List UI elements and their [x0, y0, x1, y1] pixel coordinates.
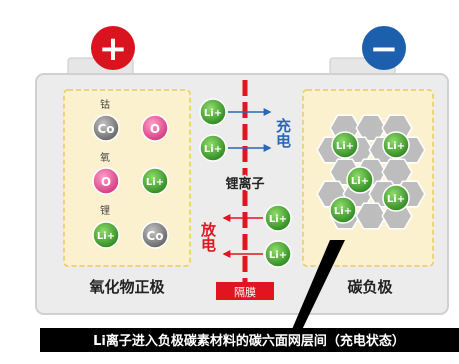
lithium-ion-label: Li+: [269, 250, 287, 261]
lithium-ion: Li+: [199, 98, 227, 126]
lithium-ion-label: Li+: [334, 206, 352, 217]
lithium-ion: Li+: [264, 204, 292, 232]
lithium-ion-label: Li+: [387, 194, 405, 205]
lithium-ion: Li+: [346, 166, 374, 194]
lithium-ion-label: Li+: [336, 141, 354, 152]
cobalt-atom-label: Co: [97, 122, 114, 136]
lithium-ion: Li+: [199, 134, 227, 162]
cathode-element-label-li: 锂: [100, 205, 110, 217]
lithium-ion-label: Li+: [204, 108, 222, 119]
oxygen-atom-label: O: [101, 175, 111, 189]
positive-terminal-badge: [91, 26, 135, 70]
charge-label: 充电: [274, 117, 292, 148]
lithium-ion: Li+: [329, 196, 357, 224]
separator-label: 隔膜: [234, 286, 256, 299]
caption-text: Li离子进入负极碳素材料的碳六面网层间（充电状态）: [93, 333, 405, 349]
caption-bar: [40, 328, 459, 352]
lithium-ion: Li+: [382, 184, 410, 212]
cathode-panel: [63, 89, 191, 267]
graphite-hexagon: [355, 202, 387, 230]
ion-label: 锂离子: [225, 176, 264, 192]
cobalt-atom: Co: [141, 221, 169, 249]
separator-label-box: [216, 282, 274, 300]
cathode-element-label-o: 氧: [100, 151, 110, 164]
oxygen-atom-label: O: [150, 122, 160, 136]
cobalt-atom: Co: [92, 114, 120, 142]
minus-icon: −: [370, 29, 399, 69]
lithium-ion: Li+: [264, 240, 292, 268]
oxygen-atom: O: [92, 167, 120, 195]
lithium-ion-label: Li+: [269, 214, 287, 225]
negative-terminal-badge: [362, 26, 406, 70]
lithium-ion-label: Li+: [146, 177, 164, 188]
lithium-ion: Li+: [382, 131, 410, 159]
plus-icon: +: [99, 29, 128, 69]
lithium-ion-label: Li+: [97, 231, 115, 242]
callout-pointer: [290, 240, 345, 334]
lithium-ion-label: Li+: [387, 141, 405, 152]
anode-title: 碳负极: [347, 278, 393, 296]
cobalt-atom-label: Co: [146, 229, 163, 243]
oxygen-atom: O: [141, 114, 169, 142]
lithium-ion-label: Li+: [351, 176, 369, 187]
lithium-ion: Li+: [331, 131, 359, 159]
discharge-label: 放电: [199, 221, 217, 252]
lithium-ion: Li+: [92, 221, 120, 249]
lithium-ion: Li+: [141, 167, 169, 195]
cathode-title: 氧化物正极: [88, 278, 165, 296]
lithium-ion-label: Li+: [204, 144, 222, 155]
cathode-element-label-co: 钴: [100, 99, 110, 111]
